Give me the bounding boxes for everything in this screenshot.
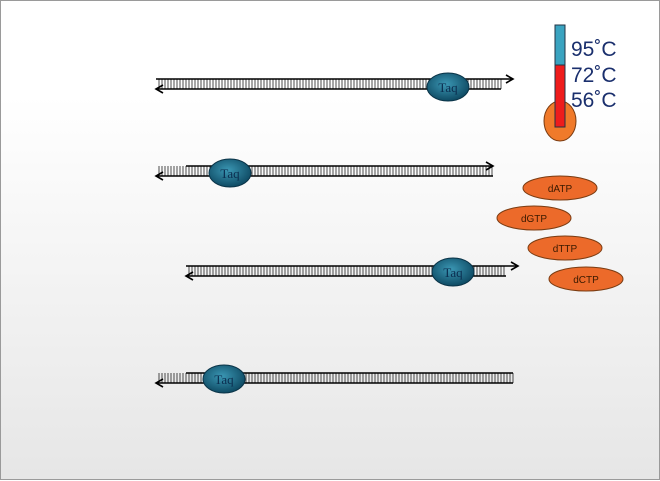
- taq-polymerase-1: Taq: [426, 72, 470, 102]
- dna-duplex-2: [154, 161, 495, 181]
- nucleotide-dctp: dCTP: [548, 266, 624, 292]
- taq-polymerase-3: Taq: [431, 257, 475, 287]
- arrow-right-icon: [485, 161, 495, 171]
- temp-label-56: 56˚C: [571, 89, 617, 112]
- arrow-left-icon: [154, 378, 164, 388]
- taq-label-2: Taq: [220, 166, 240, 181]
- nucleotide-dttp: dTTP: [527, 235, 603, 261]
- taq-polymerase-4: Taq: [202, 364, 246, 394]
- arrow-left-icon: [154, 84, 164, 94]
- nucleotide-label-datp: dATP: [548, 184, 573, 195]
- arrow-right-icon: [510, 261, 520, 271]
- taq-label-4: Taq: [214, 372, 234, 387]
- temp-label-72: 72˚C: [571, 64, 617, 87]
- arrow-right-icon: [505, 74, 515, 84]
- nucleotide-datp: dATP: [522, 175, 598, 201]
- taq-polymerase-2: Taq: [208, 158, 252, 188]
- taq-label-1: Taq: [438, 80, 458, 95]
- thermometer: 95˚C 72˚C 56˚C: [543, 24, 617, 142]
- arrow-left-icon: [184, 271, 194, 281]
- temp-label-95: 95˚C: [571, 38, 617, 61]
- arrow-left-icon: [154, 171, 164, 181]
- thermometer-tube-red: [554, 64, 566, 128]
- nucleotide-label-dctp: dCTP: [573, 275, 599, 286]
- nucleotide-label-dgtp: dGTP: [521, 214, 547, 225]
- nucleotide-dgtp: dGTP: [496, 205, 572, 231]
- nucleotide-label-dttp: dTTP: [553, 244, 578, 255]
- thermometer-tube-top: [554, 24, 566, 66]
- taq-label-3: Taq: [443, 265, 463, 280]
- dna-duplex-3: [184, 261, 520, 281]
